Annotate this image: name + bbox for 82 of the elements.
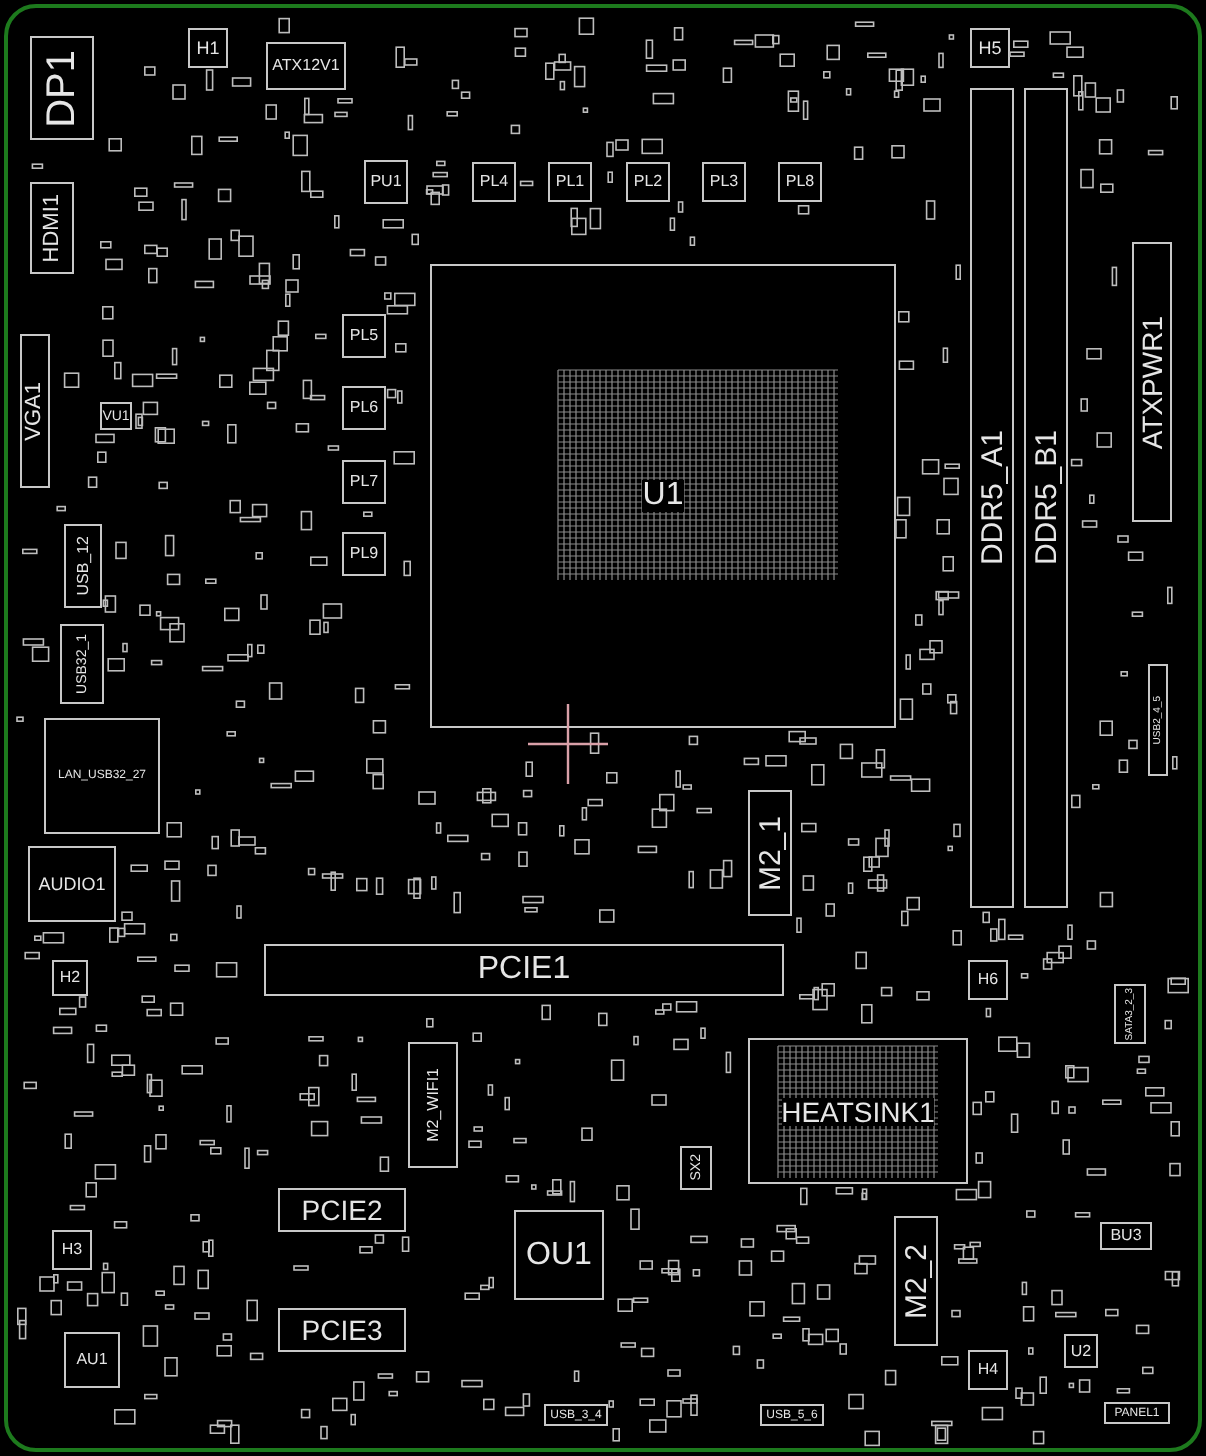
- component-outline: [970, 28, 1010, 68]
- component-outline: [1100, 1222, 1152, 1250]
- component-outline: [548, 162, 592, 202]
- component-outline: [20, 334, 50, 488]
- component-outline: [64, 1332, 120, 1388]
- cpu-socket: [430, 264, 896, 728]
- component-label: PCIE2: [301, 1196, 383, 1224]
- component-label: USB_12: [75, 536, 91, 596]
- component-outline: [342, 460, 386, 504]
- component-outline: [1132, 242, 1172, 522]
- component-outline: [188, 28, 228, 68]
- expansion-slot: [264, 944, 784, 996]
- component-outline: [968, 960, 1008, 1000]
- component-label: ATX12V1: [272, 58, 340, 74]
- component-label: M2_2: [901, 1243, 931, 1319]
- component-label: M2_WIFI1: [425, 1068, 441, 1142]
- component-outline: [30, 36, 94, 140]
- component-outline: [342, 532, 386, 576]
- component-label: AU1: [76, 1352, 108, 1368]
- component-label: H3: [61, 1242, 83, 1258]
- component-label: PL7: [349, 474, 379, 490]
- component-outline: [278, 1188, 406, 1232]
- component-outline: [970, 88, 1014, 908]
- component-outline: [760, 1404, 824, 1426]
- component-label: DDR5_B1: [1031, 430, 1061, 566]
- component-outline: [968, 1350, 1008, 1390]
- component-outline: [748, 790, 792, 916]
- component-label: HEATSINK1: [781, 1097, 935, 1125]
- component-label: PL6: [349, 400, 379, 416]
- component-outline: [1104, 1402, 1170, 1424]
- component-outline: [1024, 88, 1068, 908]
- component-label: H6: [977, 972, 999, 988]
- component-outline: [278, 1308, 406, 1352]
- component-label: H4: [977, 1362, 999, 1378]
- component-label: VGA1: [24, 381, 46, 441]
- component-label: BU3: [1110, 1228, 1142, 1244]
- component-label: PL1: [555, 174, 585, 190]
- component-label: OU1: [526, 1239, 592, 1271]
- component-outline: [60, 624, 104, 704]
- component-outline: [1148, 664, 1168, 776]
- component-label: PCIE3: [301, 1316, 383, 1344]
- component-outline: [342, 314, 386, 358]
- component-outline: [100, 402, 132, 430]
- component-outline: [266, 42, 346, 90]
- component-label: U1: [642, 480, 684, 512]
- component-outline: [514, 1210, 604, 1300]
- component-label: DP1: [42, 49, 82, 127]
- component-outline: [342, 386, 386, 430]
- component-outline: [52, 1230, 92, 1270]
- component-outline: [702, 162, 746, 202]
- component-outline: [472, 162, 516, 202]
- component-label: ATXPWR1: [1138, 315, 1166, 449]
- component-label: PU1: [370, 174, 402, 190]
- component-label: DDR5_A1: [977, 430, 1007, 566]
- component-label: U2: [1070, 1343, 1092, 1359]
- component-outline: [680, 1146, 712, 1190]
- component-label: PL3: [709, 174, 739, 190]
- component-outline: [28, 846, 116, 922]
- chipset-heatsink: [748, 1038, 968, 1184]
- component-outline: [30, 182, 74, 274]
- component-outline: [1064, 1334, 1098, 1368]
- component-label: PL4: [479, 174, 509, 190]
- component-outline: [52, 960, 88, 996]
- component-outline: [44, 718, 160, 834]
- component-outline: [626, 162, 670, 202]
- component-outline: [544, 1404, 608, 1426]
- component-label: HDMI1: [41, 193, 63, 263]
- component-outline: [64, 524, 102, 608]
- component-label: H2: [59, 970, 81, 986]
- component-label: PL5: [349, 328, 379, 344]
- component-outline: [778, 162, 822, 202]
- component-label: AUDIO1: [38, 875, 106, 893]
- component-label: PL9: [349, 546, 379, 562]
- component-label: PL2: [633, 174, 663, 190]
- component-outline: [408, 1042, 458, 1168]
- component-outline: [1114, 984, 1146, 1044]
- component-label: H5: [978, 39, 1002, 57]
- component-outline: [894, 1216, 938, 1346]
- component-label: PL8: [785, 174, 815, 190]
- component-label: H1: [196, 39, 220, 57]
- component-label: M2_1: [755, 815, 785, 891]
- component-outline: [364, 160, 408, 204]
